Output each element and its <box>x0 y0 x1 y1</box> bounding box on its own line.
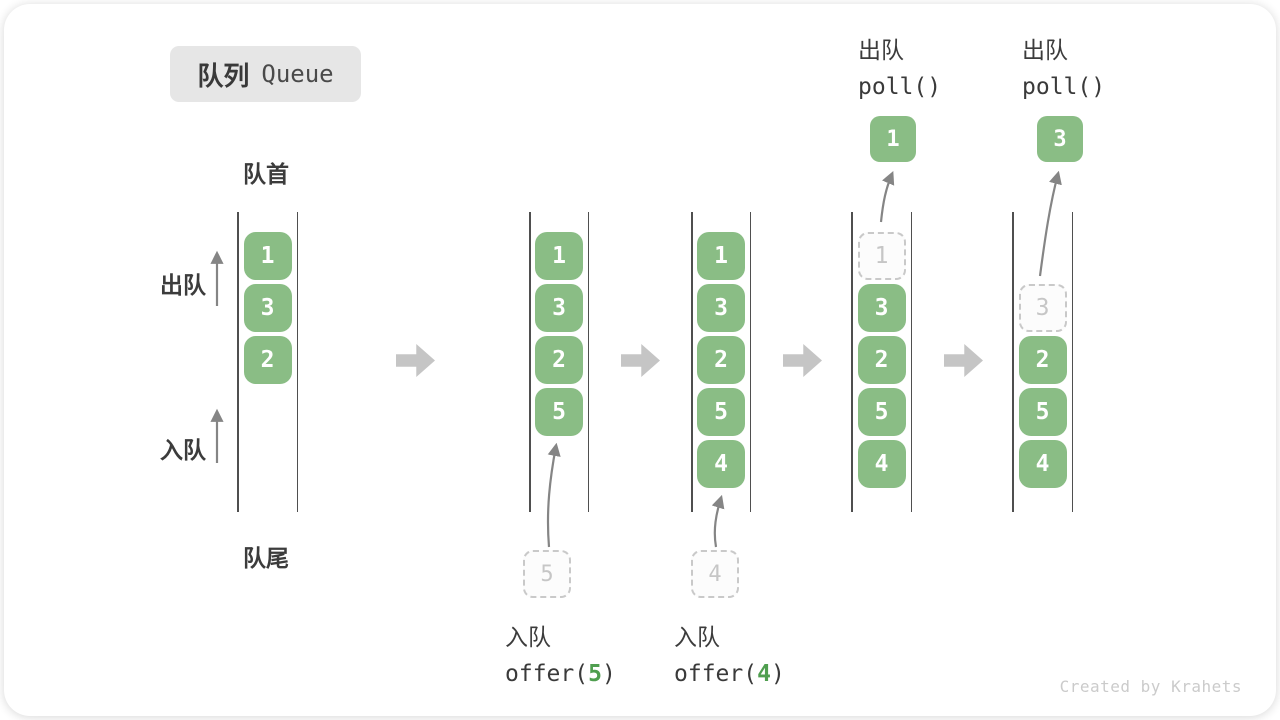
enqueue-op-zh: 入队 <box>505 624 551 650</box>
label-dequeue-side: 出队 <box>160 272 206 298</box>
dequeue-op-zh: 出队 <box>1022 37 1068 63</box>
transition-arrow-icon <box>621 344 660 377</box>
queue-cell: 1 <box>535 232 583 280</box>
watermark: Created by Krahets <box>1059 677 1242 696</box>
dequeue-op-zh: 出队 <box>858 37 904 63</box>
code-pre: offer( <box>505 661 589 687</box>
queue-cell: 2 <box>243 336 292 384</box>
queue-cell: 2 <box>697 336 745 384</box>
enqueue-op-label-3: 入队 offer(4) <box>674 618 785 687</box>
queue-cell: 3 <box>535 284 583 332</box>
code-arg: 4 <box>757 661 771 687</box>
label-queue-front: 队首 <box>243 161 289 187</box>
queue-wall <box>587 212 589 512</box>
code-post: ) <box>770 661 785 687</box>
queue-cell: 5 <box>535 388 583 436</box>
queue-wall <box>749 212 751 512</box>
code-post: ) <box>601 661 616 687</box>
queue-cell: 4 <box>1018 440 1067 488</box>
queue-wall <box>529 212 531 512</box>
queue-cell: 5 <box>697 388 745 436</box>
transition-arrow-icon <box>944 344 983 377</box>
enqueue-op-code: offer(4) <box>674 661 785 687</box>
queue-wall <box>1012 212 1014 512</box>
queue-wall <box>851 212 853 512</box>
enqueue-op-label-2: 入队 offer(5) <box>505 618 616 687</box>
queue-cell: 3 <box>857 284 906 332</box>
queue-wall <box>296 212 298 512</box>
queue-wall <box>691 212 693 512</box>
queue-wall <box>1071 212 1073 512</box>
label-queue-rear: 队尾 <box>243 545 289 571</box>
title-zh: 队列 <box>197 60 250 91</box>
queue-cell: 1 <box>697 232 745 280</box>
title-box: 队列 Queue <box>170 46 361 102</box>
title-en: Queue <box>261 60 334 88</box>
queue-cell: 2 <box>1018 336 1067 384</box>
queue-cell: 4 <box>697 440 745 488</box>
queue-cell: 3 <box>697 284 745 332</box>
queue-wall <box>910 212 912 512</box>
dequeue-op-label-4: 出队 poll() <box>858 31 941 100</box>
dequeue-op-label-5: 出队 poll() <box>1022 31 1105 100</box>
queue-cell-removed: 3 <box>1018 284 1067 332</box>
queue-cell: 2 <box>535 336 583 384</box>
queue-wall <box>237 212 239 512</box>
queue-cell: 5 <box>1018 388 1067 436</box>
popped-value-box: 1 <box>870 116 916 162</box>
popped-value-box: 3 <box>1037 116 1083 162</box>
queue-cell: 2 <box>857 336 906 384</box>
pending-value-box: 5 <box>523 550 571 598</box>
enqueue-op-zh: 入队 <box>674 624 720 650</box>
pending-value-box: 4 <box>691 550 739 598</box>
transition-arrow-icon <box>783 344 822 377</box>
queue-cell: 3 <box>243 284 292 332</box>
queue-cell: 1 <box>243 232 292 280</box>
queue-cell: 4 <box>857 440 906 488</box>
code-pre: offer( <box>674 661 758 687</box>
queue-cell-removed: 1 <box>857 232 906 280</box>
transition-arrow-icon <box>396 344 435 377</box>
queue-cell: 5 <box>857 388 906 436</box>
dequeue-op-code: poll() <box>858 74 942 100</box>
label-enqueue-side: 入队 <box>160 437 206 463</box>
enqueue-op-code: offer(5) <box>505 661 616 687</box>
code-arg: 5 <box>588 661 602 687</box>
dequeue-op-code: poll() <box>1022 74 1106 100</box>
